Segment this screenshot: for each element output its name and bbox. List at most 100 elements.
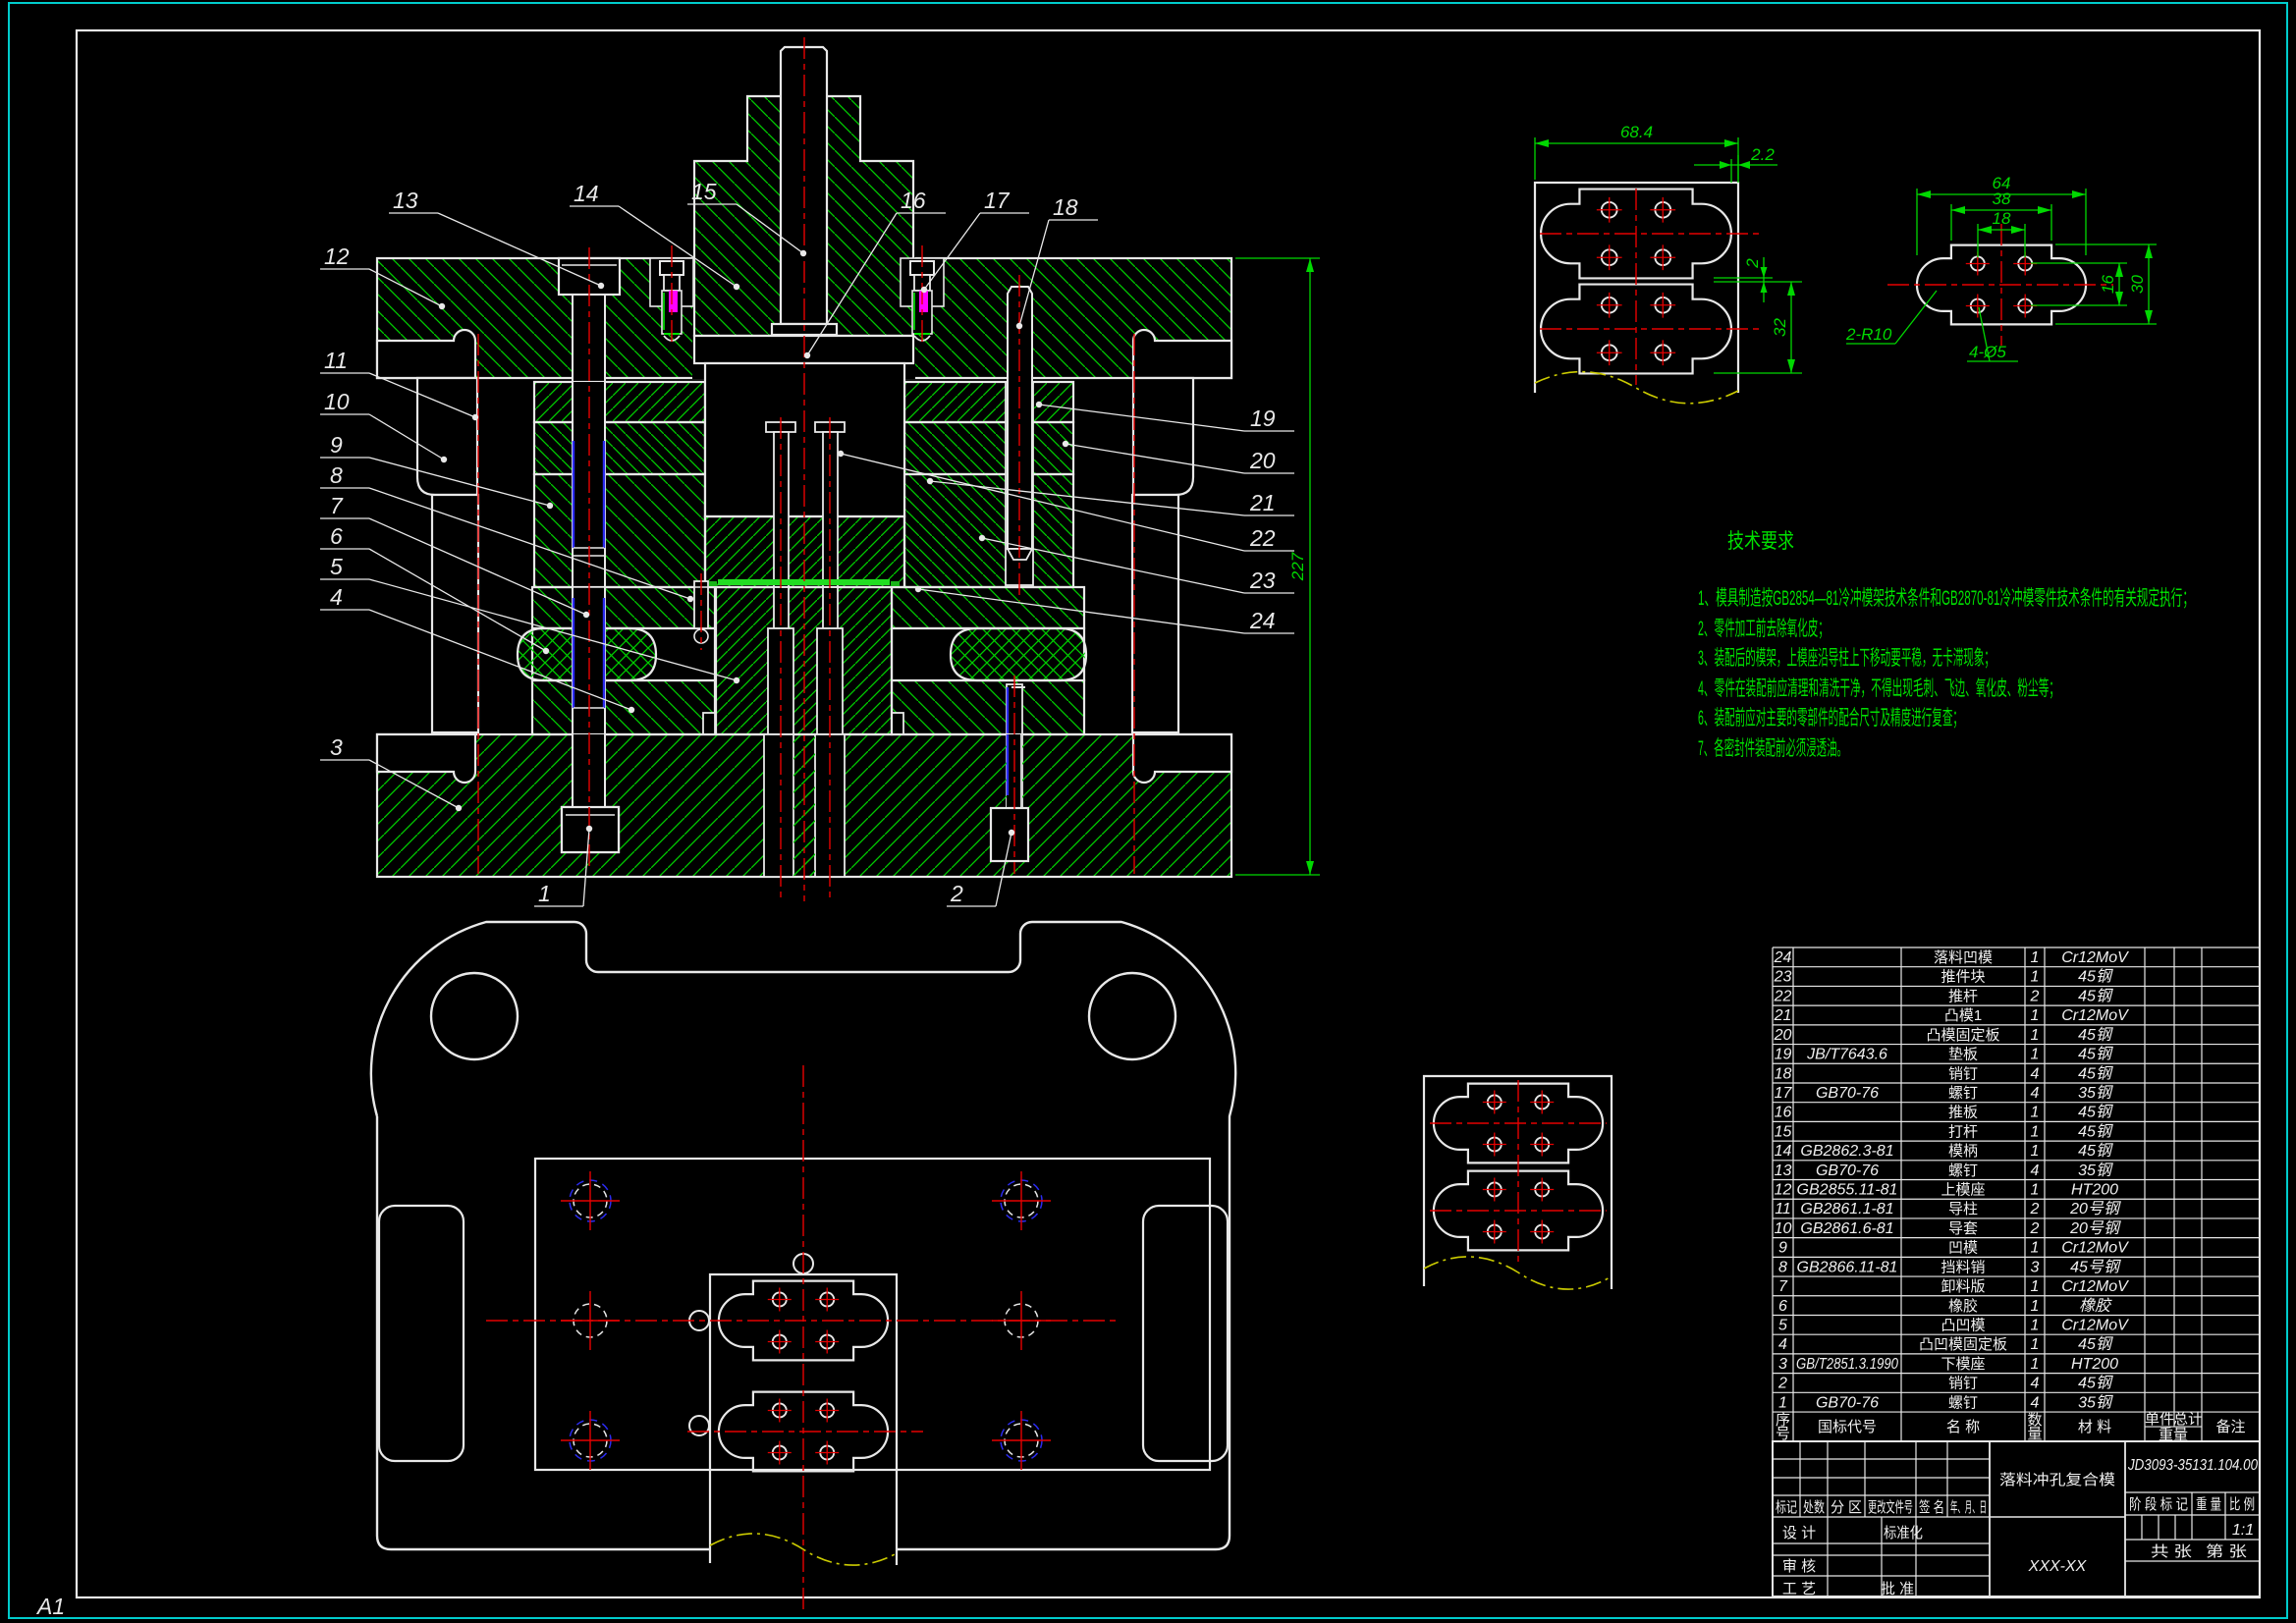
svg-text:1: 1	[2031, 969, 2040, 986]
svg-text:227: 227	[1288, 552, 1307, 581]
svg-text:GB2862.3-81: GB2862.3-81	[1800, 1143, 1893, 1160]
svg-text:1: 1	[2031, 1317, 2040, 1333]
svg-text:32: 32	[1771, 318, 1789, 337]
svg-text:7: 7	[330, 493, 344, 518]
svg-text:23: 23	[1774, 969, 1792, 986]
svg-text:5: 5	[330, 554, 343, 579]
svg-text:标准化: 标准化	[1884, 1525, 1923, 1542]
svg-text:落料凹模: 落料凹模	[1934, 949, 1993, 966]
svg-text:材 料: 材 料	[2078, 1419, 2111, 1435]
svg-text:3、装配后的模架，上模座沿导柱上下移动要平稳，无卡滞现象；: 3、装配后的模架，上模座沿导柱上下移动要平稳，无卡滞现象；	[1698, 647, 1995, 670]
svg-text:23: 23	[1249, 568, 1276, 593]
svg-text:螺钉: 螺钉	[1948, 1085, 1978, 1102]
svg-text:22: 22	[1249, 525, 1276, 551]
svg-text:3: 3	[2031, 1259, 2040, 1275]
svg-text:45钢: 45钢	[2078, 1375, 2113, 1392]
svg-text:45钢: 45钢	[2078, 1046, 2113, 1063]
svg-text:凸凹模固定板: 凸凹模固定板	[1919, 1335, 2007, 1353]
svg-text:3: 3	[1778, 1356, 1787, 1373]
svg-text:垫板: 垫板	[1948, 1046, 1978, 1063]
svg-text:XXX-XX: XXX-XX	[2028, 1558, 2088, 1575]
svg-text:14: 14	[1775, 1143, 1792, 1160]
svg-text:Cr12MoV: Cr12MoV	[2061, 1007, 2129, 1024]
svg-text:30: 30	[2128, 275, 2147, 294]
svg-text:4: 4	[2031, 1394, 2040, 1411]
svg-text:16: 16	[1775, 1105, 1792, 1121]
svg-text:35钢: 35钢	[2078, 1393, 2113, 1411]
svg-text:38: 38	[1993, 189, 2011, 208]
svg-text:19: 19	[1775, 1047, 1792, 1063]
svg-text:12: 12	[1775, 1182, 1792, 1199]
svg-text:阶 段 标 记: 阶 段 标 记	[2129, 1496, 2188, 1513]
svg-text:1: 1	[1778, 1394, 1787, 1411]
svg-text:号: 号	[1776, 1426, 1790, 1442]
svg-text:1: 1	[2031, 1027, 2040, 1044]
svg-text:推杆: 推杆	[1948, 988, 1978, 1004]
svg-text:HT200: HT200	[2071, 1182, 2118, 1199]
svg-text:12: 12	[324, 243, 350, 269]
svg-text:1: 1	[2031, 1007, 2040, 1024]
svg-text:处数: 处数	[1803, 1499, 1825, 1516]
svg-text:GB2861.1-81: GB2861.1-81	[1800, 1201, 1893, 1217]
svg-text:45钢: 45钢	[2078, 1104, 2113, 1121]
svg-text:更改文件号: 更改文件号	[1868, 1499, 1913, 1516]
svg-text:GB2855.11-81: GB2855.11-81	[1797, 1182, 1898, 1199]
svg-text:打杆: 打杆	[1948, 1123, 1978, 1140]
svg-text:6、装配前应对主要的零部件的配合尺寸及精度进行复查；: 6、装配前应对主要的零部件的配合尺寸及精度进行复查；	[1698, 707, 1963, 730]
svg-text:1: 1	[2031, 1356, 2040, 1373]
svg-text:单件: 单件	[2145, 1411, 2174, 1428]
svg-text:35钢: 35钢	[2078, 1162, 2113, 1179]
svg-text:国标代号: 国标代号	[1818, 1419, 1877, 1435]
svg-text:20: 20	[1249, 448, 1276, 473]
svg-text:45钢: 45钢	[2078, 987, 2113, 1004]
svg-text:2-R10: 2-R10	[1845, 325, 1892, 344]
svg-text:GB70-76: GB70-76	[1816, 1394, 1879, 1411]
svg-text:名 称: 名 称	[1946, 1419, 1980, 1435]
svg-text:45号钢: 45号钢	[2070, 1258, 2121, 1275]
svg-text:橡胶: 橡胶	[2079, 1297, 2112, 1315]
svg-text:第 张: 第 张	[2206, 1542, 2247, 1560]
svg-text:16: 16	[2099, 275, 2117, 294]
svg-text:1: 1	[2031, 1182, 2040, 1199]
svg-text:45钢: 45钢	[2078, 1122, 2113, 1140]
svg-text:比 例: 比 例	[2229, 1496, 2255, 1513]
svg-text:6: 6	[330, 523, 343, 549]
svg-text:2.2: 2.2	[1750, 145, 1775, 164]
svg-text:设 计: 设 计	[1782, 1525, 1816, 1542]
svg-text:1: 1	[2031, 1298, 2040, 1315]
svg-text:总计: 总计	[2173, 1411, 2203, 1428]
svg-text:45钢: 45钢	[2078, 1142, 2113, 1160]
svg-text:1: 1	[2031, 1047, 2040, 1063]
svg-text:9: 9	[330, 432, 343, 458]
svg-text:GB70-76: GB70-76	[1816, 1085, 1879, 1102]
svg-text:4: 4	[2031, 1085, 2040, 1102]
svg-text:45钢: 45钢	[2078, 1026, 2113, 1044]
svg-text:HT200: HT200	[2071, 1356, 2118, 1373]
svg-text:20号钢: 20号钢	[2069, 1200, 2121, 1217]
svg-text:4: 4	[2031, 1376, 2040, 1392]
svg-text:螺钉: 螺钉	[1948, 1394, 1978, 1411]
svg-text:共 张: 共 张	[2151, 1543, 2192, 1560]
svg-text:18: 18	[1993, 209, 2011, 228]
svg-text:64: 64	[1993, 174, 2011, 192]
svg-text:A1: A1	[35, 1594, 65, 1619]
svg-text:落料冲孔复合模: 落料冲孔复合模	[1999, 1471, 2115, 1488]
svg-text:2、零件加工前去除氧化皮；: 2、零件加工前去除氧化皮；	[1698, 618, 1829, 640]
svg-text:GB/T2851.3.1990: GB/T2851.3.1990	[1796, 1356, 1898, 1373]
svg-text:1、模具制造按GB2854—81冷冲模架技术条件和GB287: 1、模具制造按GB2854—81冷冲模架技术条件和GB2870-81冷冲模零件技…	[1698, 587, 2194, 610]
svg-text:1: 1	[2031, 949, 2040, 966]
svg-text:35钢: 35钢	[2078, 1084, 2113, 1102]
svg-text:8: 8	[1778, 1259, 1787, 1275]
svg-text:22: 22	[1774, 988, 1792, 1004]
svg-text:14: 14	[574, 181, 599, 206]
svg-text:Cr12MoV: Cr12MoV	[2061, 1278, 2129, 1295]
svg-text:24: 24	[1774, 949, 1792, 966]
svg-text:重 量: 重 量	[2196, 1496, 2221, 1513]
svg-text:凸凹模: 凸凹模	[1941, 1317, 1985, 1333]
svg-text:上模座: 上模座	[1941, 1182, 1985, 1199]
svg-text:4: 4	[330, 584, 343, 610]
svg-text:销钉: 销钉	[1948, 1376, 1978, 1392]
svg-text:2: 2	[1777, 1376, 1787, 1392]
svg-text:导柱: 导柱	[1948, 1201, 1978, 1217]
svg-text:2: 2	[950, 881, 963, 906]
